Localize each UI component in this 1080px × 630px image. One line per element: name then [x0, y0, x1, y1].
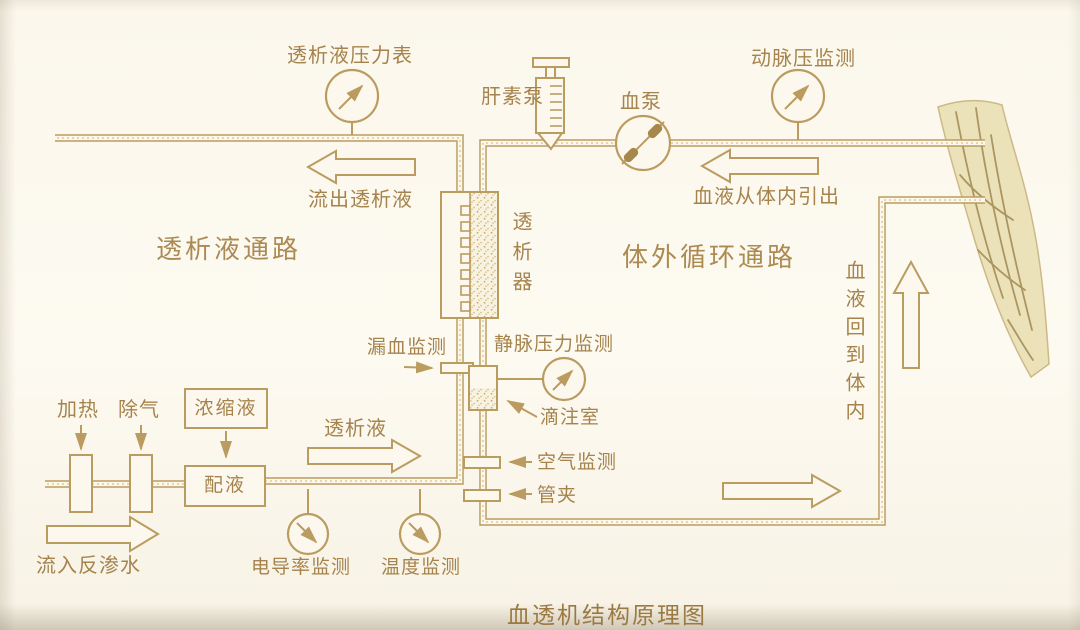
- label-blood-return: 血液回到体内: [842, 260, 864, 428]
- label-heparin-pump: 肝素泵: [481, 86, 544, 108]
- pointer-blood-leak: [403, 361, 434, 374]
- label-concentrate: 浓缩液: [194, 398, 258, 419]
- dialyzer-icon: [440, 191, 499, 319]
- syringe-icon: [532, 57, 570, 151]
- tube-clamp-icon: [463, 489, 501, 502]
- section-title-extracorporeal-pathway: 体外循环通路: [622, 243, 797, 272]
- label-conductivity-monitor: 电导率监测: [251, 557, 352, 578]
- arm-illustration: [937, 99, 1050, 379]
- arrow-dialysate-flow: [307, 438, 423, 474]
- pipe-blood-venous-return: [479, 196, 985, 526]
- arrow-blood-out: [699, 148, 819, 184]
- label-blood-pump: 血泵: [620, 91, 662, 113]
- label-arterial-pressure-monitor: 动脉压监测: [751, 48, 856, 70]
- pipe-blood-arterial: [479, 139, 985, 192]
- venous-pressure-gauge-icon: [541, 356, 587, 402]
- conductivity-gauge-icon: [286, 512, 330, 556]
- label-dialysate-pressure-gauge: 透析液压力表: [287, 45, 413, 67]
- arterial-pressure-gauge-icon: [770, 68, 826, 124]
- dialyzer-blood-compartment: [470, 193, 497, 317]
- pipe-dialysate-outflow: [55, 134, 464, 192]
- label-air-monitor: 空气监测: [537, 452, 618, 473]
- arrow-blood-return-bottom: [722, 473, 843, 509]
- label-ro-water-inflow: 流入反渗水: [36, 555, 141, 577]
- arrow-dialysate-out: [305, 149, 416, 185]
- label-drip-chamber: 滴注室: [540, 407, 601, 428]
- label-blood-from-body: 血液从体内引出: [693, 186, 840, 208]
- section-title-dialysate-pathway: 透析液通路: [156, 235, 302, 264]
- label-dialysate: 透析液: [324, 418, 387, 440]
- label-blood-leak-monitor: 漏血监测: [367, 337, 448, 358]
- drip-chamber-icon: [468, 365, 498, 411]
- dialysate-pressure-gauge-icon: [324, 68, 380, 124]
- label-dialyzer: 透析器: [509, 211, 531, 301]
- concentrate-box: [184, 388, 268, 429]
- temperature-gauge-icon: [398, 512, 442, 556]
- label-temperature-monitor: 温度监测: [381, 557, 462, 578]
- air-detector-icon: [463, 456, 501, 469]
- mixing-box: [184, 465, 266, 507]
- label-dialysate-outflow: 流出透析液: [308, 189, 413, 211]
- heater-icon: [69, 454, 93, 513]
- arrow-ro-water-in: [46, 515, 160, 553]
- page-title: 血透机结构原理图: [507, 603, 707, 628]
- pointer-drip-chamber: [506, 400, 538, 418]
- label-venous-pressure-monitor: 静脉压力监测: [494, 334, 615, 355]
- label-mixing: 配液: [203, 475, 246, 496]
- blood-pump-icon: [614, 114, 672, 172]
- label-heating: 加热: [57, 399, 99, 421]
- arrow-blood-return-up: [892, 259, 930, 369]
- label-degassing: 除气: [118, 399, 160, 421]
- label-tube-clamp: 管夹: [537, 485, 578, 506]
- degasser-icon: [129, 454, 153, 513]
